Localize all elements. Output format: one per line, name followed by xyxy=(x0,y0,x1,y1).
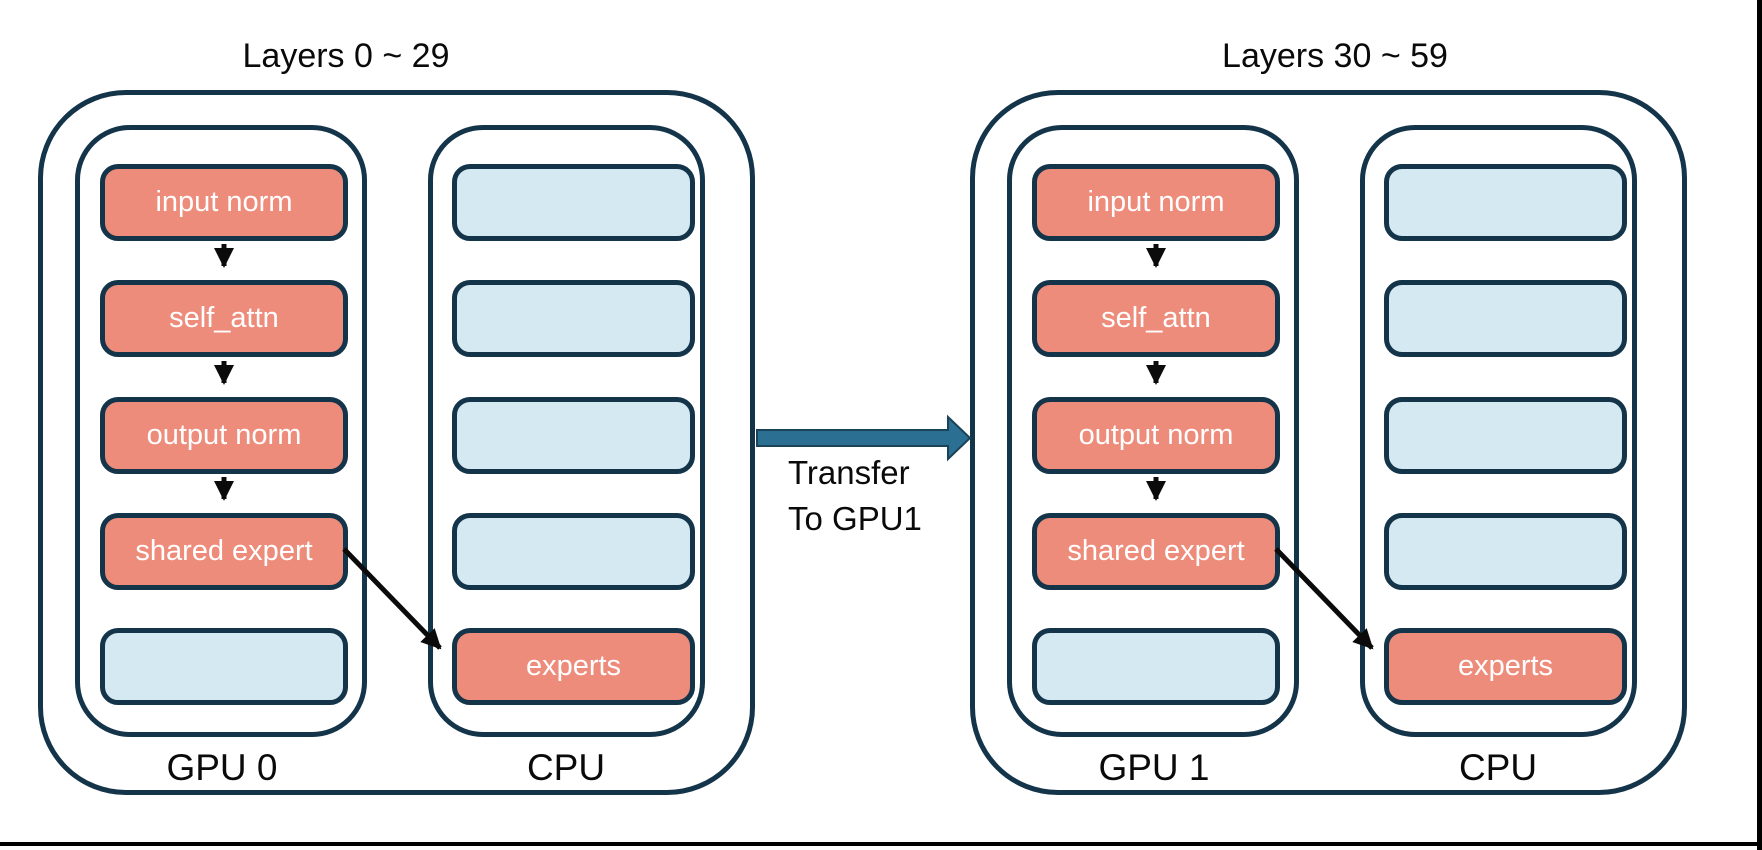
gpu0-empty-slot xyxy=(100,628,348,705)
cpu0-empty-slot xyxy=(452,164,695,241)
cpu1-empty-slot xyxy=(1384,397,1627,474)
module-shared-expert: shared expert xyxy=(1032,513,1280,590)
right-edge-line xyxy=(1757,0,1762,850)
group-title-layers-30-59: Layers 30 ~ 59 xyxy=(1222,37,1448,75)
cpu0-label: CPU xyxy=(526,747,606,788)
cpu1-empty-slot xyxy=(1384,164,1627,241)
module-output-norm: output norm xyxy=(100,397,348,474)
module-input-norm: input norm xyxy=(1032,164,1280,241)
transfer-label-line1: Transfer xyxy=(788,454,910,491)
module-self-attn: self_attn xyxy=(100,280,348,357)
transfer-label-line2: To GPU1 xyxy=(788,500,922,537)
gpu1-empty-slot xyxy=(1032,628,1280,705)
cpu1-label: CPU xyxy=(1458,747,1538,788)
gpu0-label: GPU 0 xyxy=(166,747,278,788)
cpu0-empty-slot xyxy=(452,397,695,474)
module-input-norm: input norm xyxy=(100,164,348,241)
cpu0-empty-slot xyxy=(452,513,695,590)
cpu0-empty-slot xyxy=(452,280,695,357)
group-title-layers-0-29: Layers 0 ~ 29 xyxy=(242,37,450,75)
module-experts: experts xyxy=(1384,628,1627,705)
gpu1-label: GPU 1 xyxy=(1098,747,1210,788)
cpu1-empty-slot xyxy=(1384,513,1627,590)
cpu1-empty-slot xyxy=(1384,280,1627,357)
transfer-label: Transfer To GPU1 xyxy=(788,450,922,542)
module-self-attn: self_attn xyxy=(1032,280,1280,357)
module-shared-expert: shared expert xyxy=(100,513,348,590)
module-experts: experts xyxy=(452,628,695,705)
module-output-norm: output norm xyxy=(1032,397,1280,474)
bottom-edge-line xyxy=(0,842,1762,846)
